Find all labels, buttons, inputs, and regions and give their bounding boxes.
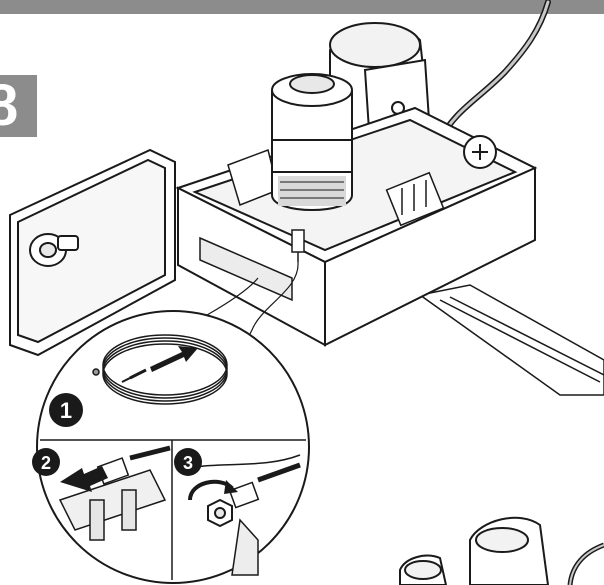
step-1-badge: 1: [49, 393, 83, 427]
insert-arrow-icon: [121, 346, 198, 383]
step-3-detail: [179, 454, 301, 576]
second-view-partial: [399, 516, 604, 585]
svg-text:3: 3: [183, 453, 193, 473]
mounting-screw: [463, 135, 497, 169]
coax-connector: [291, 229, 305, 262]
svg-text:2: 2: [41, 453, 51, 473]
hex-nut: [207, 498, 233, 528]
key-lock: [29, 233, 79, 267]
wiring-slot: [199, 236, 293, 302]
page-header-bar: [0, 0, 604, 14]
step-3-badge: 3: [174, 448, 202, 476]
step-2-badge: 2: [32, 448, 60, 476]
svg-text:1: 1: [60, 398, 72, 423]
housing-lid: [9, 148, 176, 357]
motor-cylinder: [271, 73, 353, 211]
terminal-block: [385, 171, 445, 227]
guide-rail: [418, 284, 604, 396]
antenna-coil: [92, 334, 228, 405]
rotate-arrow-icon: [188, 479, 238, 501]
detail-callout: [36, 310, 310, 584]
pull-arrow-icon: [60, 466, 108, 492]
step-number-tab: 8: [0, 75, 37, 137]
